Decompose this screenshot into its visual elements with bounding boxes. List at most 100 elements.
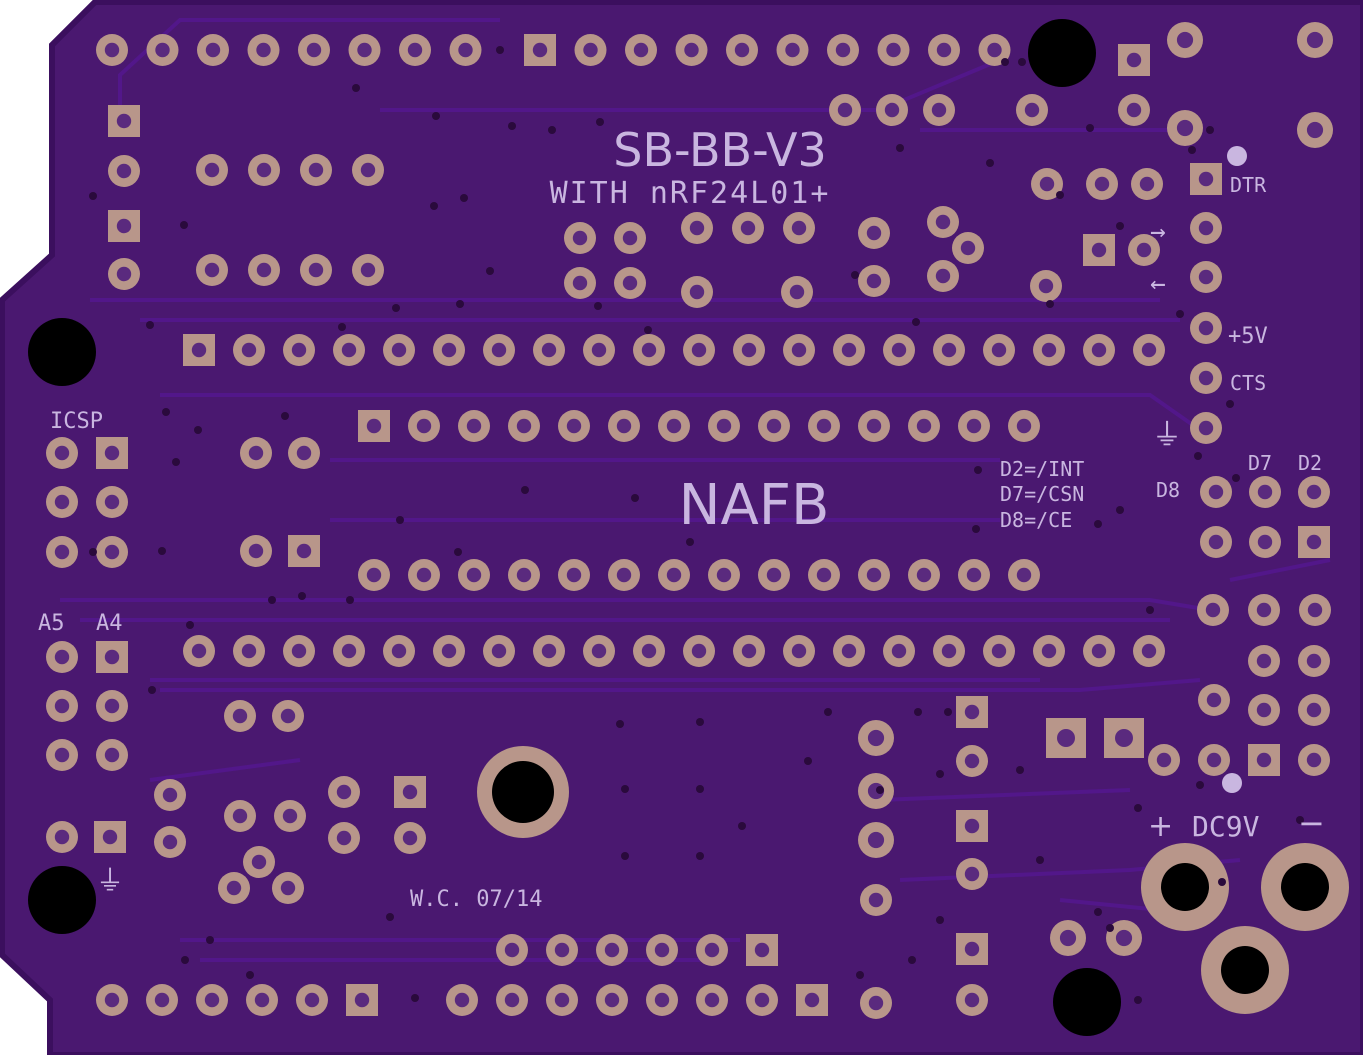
drill-hole (291, 643, 307, 659)
via (386, 913, 394, 921)
drill-hole (541, 342, 557, 358)
drill-hole (572, 275, 588, 291)
drill-hole (205, 42, 221, 58)
via (1218, 878, 1226, 886)
via (411, 994, 419, 1002)
mounting-hole (1028, 19, 1096, 87)
via (644, 326, 652, 334)
drill-hole (991, 342, 1007, 358)
drill-hole (296, 445, 312, 461)
drill-hole (1094, 176, 1110, 192)
drill-hole (616, 418, 632, 434)
drill-hole (572, 230, 588, 246)
via (974, 466, 982, 474)
via (908, 956, 916, 964)
drill-hole (566, 567, 582, 583)
drill-hole (366, 418, 382, 434)
drill-hole (868, 995, 884, 1011)
drill-hole (441, 643, 457, 659)
via (696, 785, 704, 793)
drill-hole (491, 342, 507, 358)
drill-hole (104, 445, 120, 461)
drill-hole (964, 941, 980, 957)
drill-hole (1091, 242, 1107, 258)
via (548, 126, 556, 134)
drill-hole (941, 643, 957, 659)
dc-minus-label: − (1298, 804, 1325, 842)
drill-hole (766, 418, 782, 434)
via (1001, 58, 1009, 66)
via (1188, 146, 1196, 154)
via (696, 718, 704, 726)
drill-hole (360, 162, 376, 178)
drill-hole (1256, 653, 1272, 669)
drill-hole (1256, 702, 1272, 718)
via (454, 548, 462, 556)
drill-hole (104, 649, 120, 665)
via (686, 538, 694, 546)
d7-label: D7 (1248, 451, 1272, 475)
drill-hole (835, 42, 851, 58)
drill-hole (104, 42, 120, 58)
drill-hole (1115, 729, 1133, 747)
via (986, 159, 994, 167)
dc-label: DC9V (1192, 810, 1260, 843)
drill-hole (1208, 534, 1224, 550)
via (206, 936, 214, 944)
via (1086, 124, 1094, 132)
drill-hole (964, 866, 980, 882)
drill-hole (1198, 370, 1214, 386)
via (148, 686, 156, 694)
drill-hole (1257, 484, 1273, 500)
drill-hole (336, 784, 352, 800)
via (621, 852, 629, 860)
via (1018, 58, 1026, 66)
via (432, 112, 440, 120)
drill-hole (1206, 692, 1222, 708)
drill-hole (504, 942, 520, 958)
drill-hole (966, 567, 982, 583)
drill-hole (341, 342, 357, 358)
drill-hole (256, 162, 272, 178)
drill-hole (516, 418, 532, 434)
drill-hole (1205, 602, 1221, 618)
via (89, 192, 97, 200)
drill-hole (1307, 602, 1323, 618)
via (180, 221, 188, 229)
drill-hole (191, 643, 207, 659)
ground-symbol-left: ⏚ (96, 864, 124, 897)
drill-hole (1256, 752, 1272, 768)
ground-symbol-right: ⏚ (1152, 418, 1182, 453)
via (460, 194, 468, 202)
drill-hole (964, 992, 980, 1008)
drill-hole (916, 418, 932, 434)
drill-hole (785, 42, 800, 58)
drill-hole (886, 42, 901, 58)
drill-hole (204, 992, 220, 1008)
drill-hole (357, 42, 372, 58)
mounting-hole (28, 866, 96, 934)
via (496, 46, 504, 54)
drill-hole (622, 230, 638, 246)
drill-hole (366, 567, 382, 583)
via (912, 318, 920, 326)
rx-arrow: ← (1150, 269, 1166, 299)
drill-hole (704, 992, 720, 1008)
via (1134, 804, 1142, 812)
via (1232, 474, 1240, 482)
tx-arrow: → (1150, 217, 1166, 247)
via (972, 525, 980, 533)
via (396, 516, 404, 524)
drill-hole (204, 162, 220, 178)
fiducial (1227, 146, 1247, 166)
drill-hole (641, 643, 657, 659)
drill-hole (1126, 52, 1142, 68)
drill-hole (936, 42, 952, 58)
fiducial (1222, 773, 1242, 793)
via (1106, 924, 1114, 932)
drill-hole (554, 992, 570, 1008)
via (194, 426, 202, 434)
drill-hole (104, 698, 120, 714)
mounting-hole (492, 761, 554, 823)
via (1036, 856, 1044, 864)
